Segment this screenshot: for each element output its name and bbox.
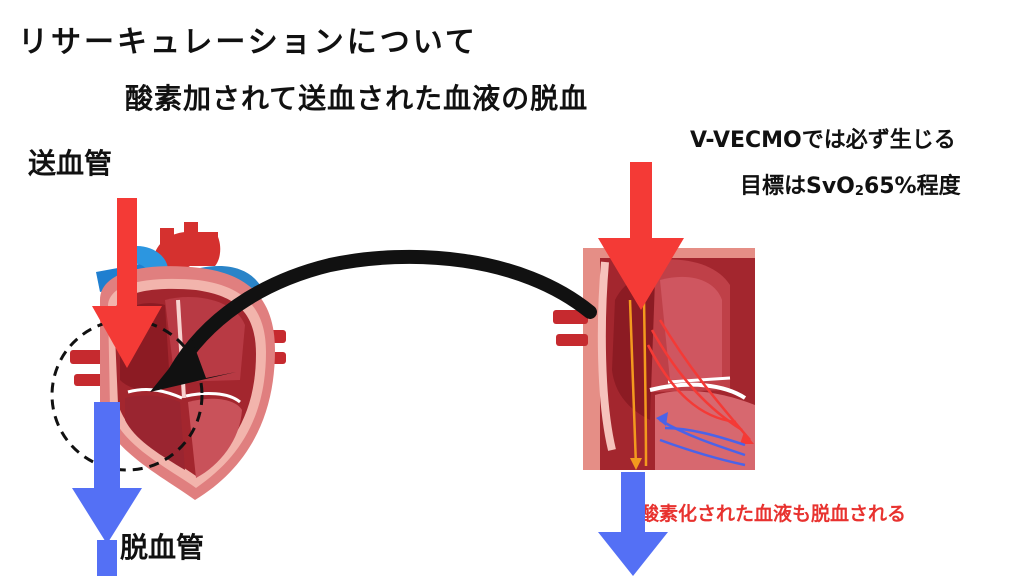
svo2-target-note: 目標はSvO265%程度 [740,174,961,199]
orange-flow-lines [628,299,648,470]
svo2-subscript: 2 [854,184,864,199]
dashed-focus-circle [50,318,204,472]
drain-cannula-label: 脱血管 [120,531,205,564]
recirculation-arrow [150,249,597,392]
page-title: リサーキュレーションについて [18,25,478,60]
drain-arrow-closeup [598,472,668,576]
supply-cannula-label: 送血管 [28,147,113,180]
svo2-suffix: 65%程度 [863,174,961,199]
blue-streamlines [656,412,746,467]
vv-ecmo-note: V-VECMOでは必ず生じる [690,128,956,153]
page-subtitle: 酸素加されて送血された血液の脱血 [125,82,589,115]
supply-arrow [92,198,162,368]
supply-arrow-closeup [598,162,684,310]
red-streamlines [646,319,754,444]
svo2-prefix: 目標はSvO [740,174,855,199]
drain-arrow [72,402,142,576]
recirculation-caption: 酸素化された血液も脱血される [640,503,907,525]
